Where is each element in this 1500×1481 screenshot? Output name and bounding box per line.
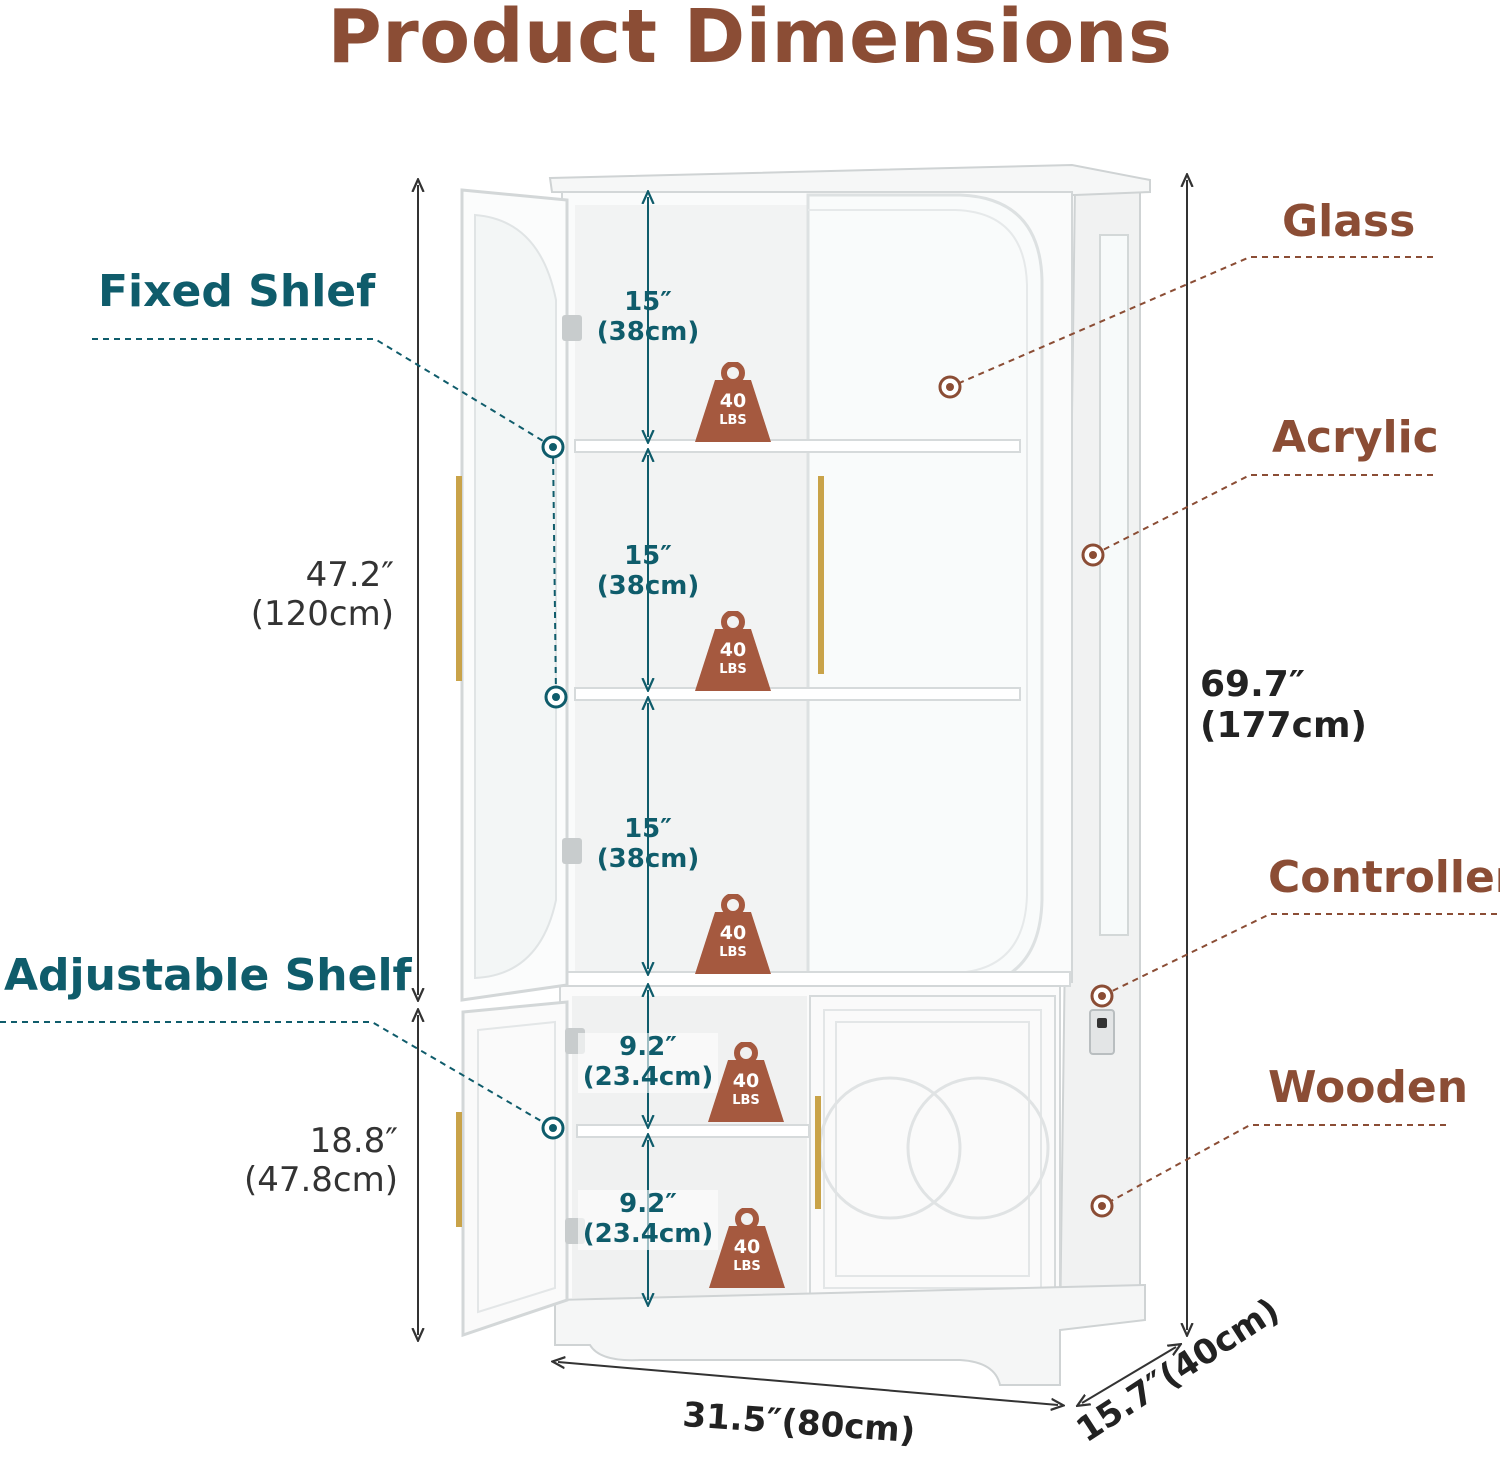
dimension-arrows [418, 180, 1187, 1405]
callout-glass: Glass [1282, 196, 1416, 247]
callout-adjustable-shelf: Adjustable Shelf [4, 950, 412, 1001]
cabinet-body [456, 163, 1151, 1386]
callout-wooden: Wooden [1268, 1062, 1469, 1113]
callout-acrylic: Acrylic [1272, 412, 1439, 463]
shelf-gap-label-4: 9.2″(23.4cm) [578, 1032, 718, 1093]
teal-leaders [0, 338, 557, 1129]
weight-icon [695, 894, 771, 974]
dim-lower-height: 18.8″(47.8cm) [243, 1121, 398, 1201]
callout-controller: Controller [1268, 852, 1500, 903]
weight-icon [709, 1208, 785, 1288]
weight-icon [695, 611, 771, 691]
shelf-gap-label-3: 15″(38cm) [596, 814, 700, 874]
callout-fixed-shelf: Fixed Shlef [98, 266, 376, 317]
shelf-gap-label-5: 9.2″(23.4cm) [578, 1189, 718, 1250]
teal-markers [541, 435, 568, 1140]
page-title: Product Dimensions [327, 0, 1173, 80]
dim-total-height: 69.7″(177cm) [1200, 664, 1367, 747]
dim-upper-height: 47.2″(120cm) [250, 555, 394, 635]
shelf-gap-label-2: 15″(38cm) [596, 541, 700, 601]
brown-leaders [949, 256, 1497, 1207]
shelf-gap-label-1: 15″(38cm) [596, 287, 700, 347]
weight-icon [695, 362, 771, 442]
brown-markers [938, 375, 1114, 1218]
weight-icon [708, 1042, 784, 1122]
